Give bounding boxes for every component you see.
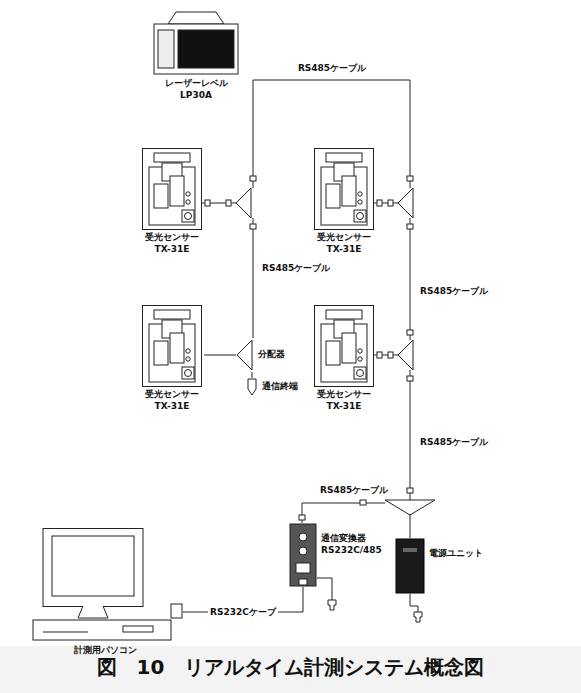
pc-node: 計測用パソコン bbox=[28, 528, 183, 657]
distributor-symbol bbox=[236, 338, 254, 372]
node-label: 受光センサー TX-31E bbox=[313, 232, 375, 255]
cable-label: RS485ケーブル bbox=[260, 262, 332, 275]
sensor-icon bbox=[142, 305, 202, 387]
pc-icon bbox=[28, 528, 183, 643]
node-label: 受光センサー TX-31E bbox=[141, 389, 203, 412]
sensor-node: 受光センサー TX-31E bbox=[312, 305, 376, 412]
node-label: 計測用パソコン bbox=[28, 645, 183, 657]
sensor-icon bbox=[142, 148, 202, 230]
converter-node: 通信変換器 RS232C/485 bbox=[289, 523, 387, 587]
node-label: 受光センサー TX-31E bbox=[313, 389, 375, 412]
sensor-node: 受光センサー TX-31E bbox=[140, 148, 204, 255]
node-label: 受光センサー TX-31E bbox=[141, 232, 203, 255]
sensor-node: 受光センサー TX-31E bbox=[140, 305, 204, 412]
cable-label: RS232Cケーブ bbox=[208, 606, 278, 619]
figure-caption: 図 10 リアルタイム計測システム概念図 bbox=[0, 654, 581, 681]
node-label: 通信終端 bbox=[262, 381, 298, 393]
power-node: 電源ユニット bbox=[395, 538, 483, 594]
node-label: 分配器 bbox=[258, 349, 285, 361]
cable-label: RS485ケーブル bbox=[418, 436, 490, 449]
laser-node: レーザーレベル LP30A bbox=[150, 10, 242, 101]
sensor-icon bbox=[314, 148, 374, 230]
cable-connector bbox=[252, 372, 253, 378]
node-label: 通信変換器 RS232C/485 bbox=[321, 533, 387, 556]
terminator-symbol bbox=[246, 378, 258, 396]
sensor-icon bbox=[314, 305, 374, 387]
cable-label: RS485ケーブル bbox=[296, 62, 368, 75]
node-label: 電源ユニット bbox=[429, 548, 483, 560]
cable-label: RS485ケーブル bbox=[418, 285, 490, 298]
converter-icon bbox=[289, 523, 317, 587]
terminator-node: 通信終端 bbox=[246, 378, 298, 396]
laser-level-icon bbox=[150, 10, 242, 76]
cable-label: RS485ケーブル bbox=[318, 484, 390, 497]
sensor-node: 受光センサー TX-31E bbox=[312, 148, 376, 255]
node-label: レーザーレベル LP30A bbox=[161, 78, 231, 101]
power-unit-icon bbox=[395, 538, 425, 594]
distributor-node: 分配器 bbox=[236, 338, 285, 372]
cable-connector bbox=[204, 355, 236, 356]
